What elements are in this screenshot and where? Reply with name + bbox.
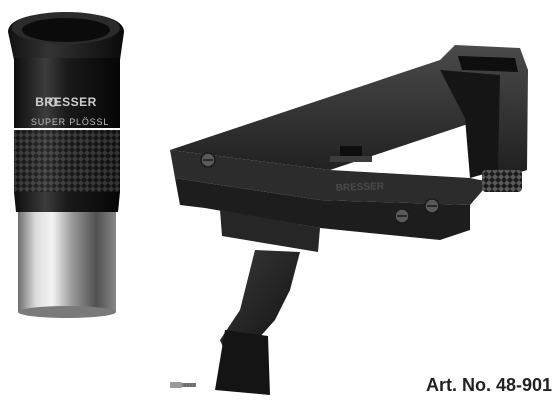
red-dot-finder-icon: BRESSER [170, 45, 528, 395]
thumb-screw-icon [170, 382, 196, 388]
eyepiece-brand-engraving: BRESSER [35, 95, 97, 109]
finder-brand-marking: BRESSER [336, 181, 385, 194]
eyepiece-model-engraving: SUPER PLÖSSL [31, 117, 109, 127]
article-number-caption: Art. No. 48-901 [425, 375, 552, 395]
eyepiece-icon: BRESSER SUPER PLÖSSL [8, 12, 124, 318]
